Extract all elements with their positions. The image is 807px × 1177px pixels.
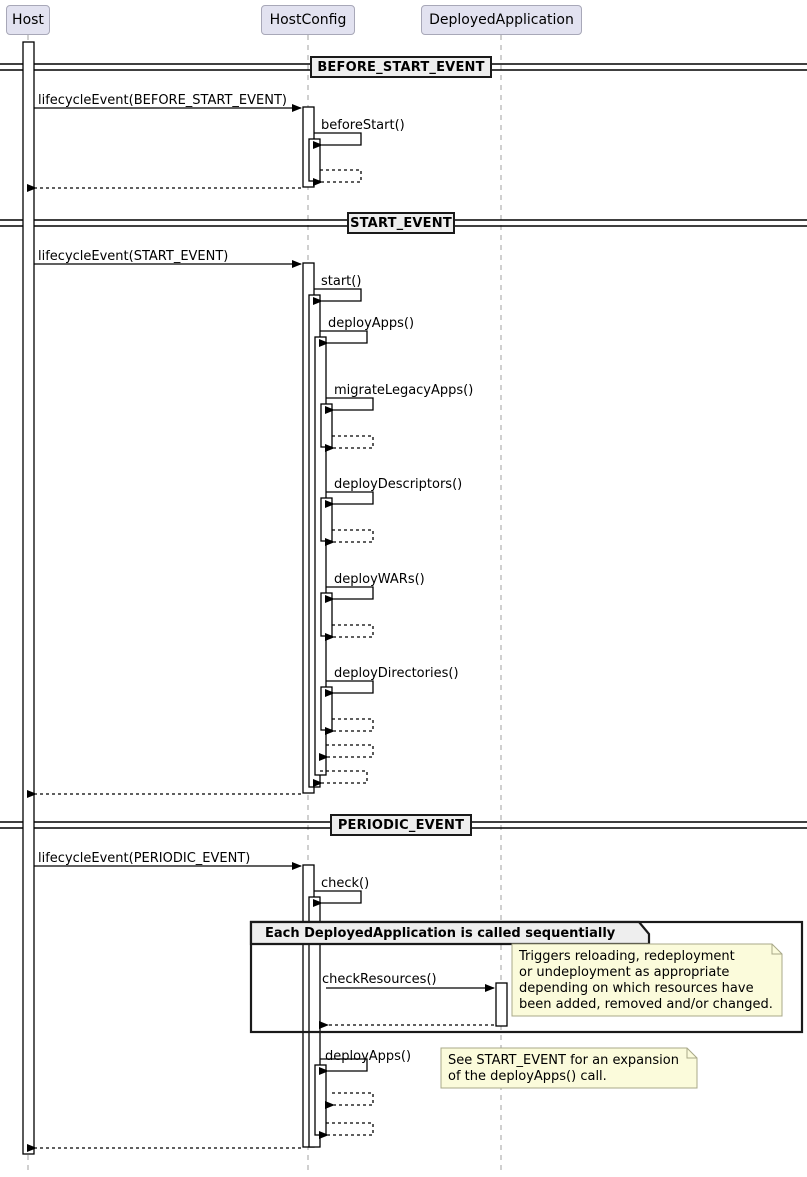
return-deployapps-periodic [325,1092,374,1109]
divider-periodic-event: PERIODIC_EVENT [330,814,472,836]
message-label-migratelegacyapps: migrateLegacyApps() [334,383,474,398]
participant-hostconfig-label: HostConfig [269,12,347,28]
message-label-deploywars: deployWARs() [334,572,425,587]
message-label-check: check() [321,876,370,891]
return-start [313,770,368,787]
activation-host [22,41,35,1155]
participant-host-label: Host [12,12,44,28]
lifelines [27,35,502,1172]
note-shape-deploy-apps [440,1047,698,1089]
return-deploywars [325,624,374,641]
return-deploydirectories [325,718,374,735]
note-shape-check-resources [511,943,783,1017]
participant-host[interactable]: Host [6,5,50,35]
return-deploydescriptors [325,529,374,546]
divider-start-event-label: START_EVENT [350,215,452,231]
message-label-deployapps: deployApps() [328,316,415,331]
note-fold-check-resources [771,944,782,955]
activation-bars [22,41,508,1155]
note-shapes [440,943,783,1089]
activation-hostconfig-deploywars [320,592,333,637]
divider-before-start-event-label: BEFORE_START_EVENT [317,59,485,75]
divider-before-start-event: BEFORE_START_EVENT [310,56,492,78]
note-fold-deploy-apps [686,1048,697,1059]
return-arrows [27,169,494,1152]
message-label-lifecycleevent-before-start: lifecycleEvent(BEFORE_START_EVENT) [38,93,287,108]
note-deploy-apps: See START_EVENT for an expansion of the … [448,1053,679,1084]
participant-deployedapplication-label: DeployedApplication [429,12,574,28]
activation-hostconfig-migratelegacyapps [320,403,333,448]
selfcall-deploydescriptors [325,491,374,508]
message-label-lifecycleevent-periodic: lifecycleEvent(PERIODIC_EVENT) [38,851,251,866]
call-arrows [34,104,495,992]
participant-deployedapplication[interactable]: DeployedApplication [421,5,582,35]
activation-hostconfig-beforestart-self [308,138,321,182]
selfcall-start [313,288,362,305]
activation-deployedapplication-checkresources [495,982,508,1027]
group-frame-header-tab [249,920,651,946]
selfcall-deployapps-periodic [319,1058,368,1075]
message-label-deploydescriptors: deployDescriptors() [334,477,463,492]
message-label-lifecycleevent-start: lifecycleEvent(START_EVENT) [38,249,229,264]
activation-hostconfig-deployapps-self [314,336,327,776]
message-label-deployapps-periodic: deployApps() [325,1049,412,1064]
return-migratelegacyapps [325,435,374,452]
group-frame-sequential [249,920,804,1034]
return-deployapps [319,744,374,761]
return-beforestart [313,169,362,186]
selfcall-deploydirectories [325,680,374,697]
activation-hostconfig-deploydescriptors [320,497,333,542]
selfcall-migratelegacyapps [325,397,374,414]
message-label-deploydirectories: deployDirectories() [334,666,459,681]
selfcall-deployapps [319,330,368,347]
message-label-checkresources: checkResources() [322,972,437,987]
self-call-arrows [313,132,374,1075]
return-check-periodic [319,1122,374,1139]
divider-periodic-event-label: PERIODIC_EVENT [337,817,465,833]
group-label-sequential: Each DeployedApplication is called seque… [265,926,616,941]
note-check-resources: Triggers reloading, redeployment or unde… [519,949,773,1012]
selfcall-beforestart [313,132,362,149]
selfcall-check [313,890,362,907]
selfcall-deploywars [325,586,374,603]
participant-hostconfig[interactable]: HostConfig [261,5,355,35]
message-label-beforestart: beforeStart() [321,118,405,133]
divider-lines [0,63,807,829]
divider-start-event: START_EVENT [347,212,455,234]
message-label-start: start() [321,274,362,289]
activation-hostconfig-deployapps2-self [314,1064,327,1136]
activation-hostconfig-deploydirectories [320,686,333,731]
